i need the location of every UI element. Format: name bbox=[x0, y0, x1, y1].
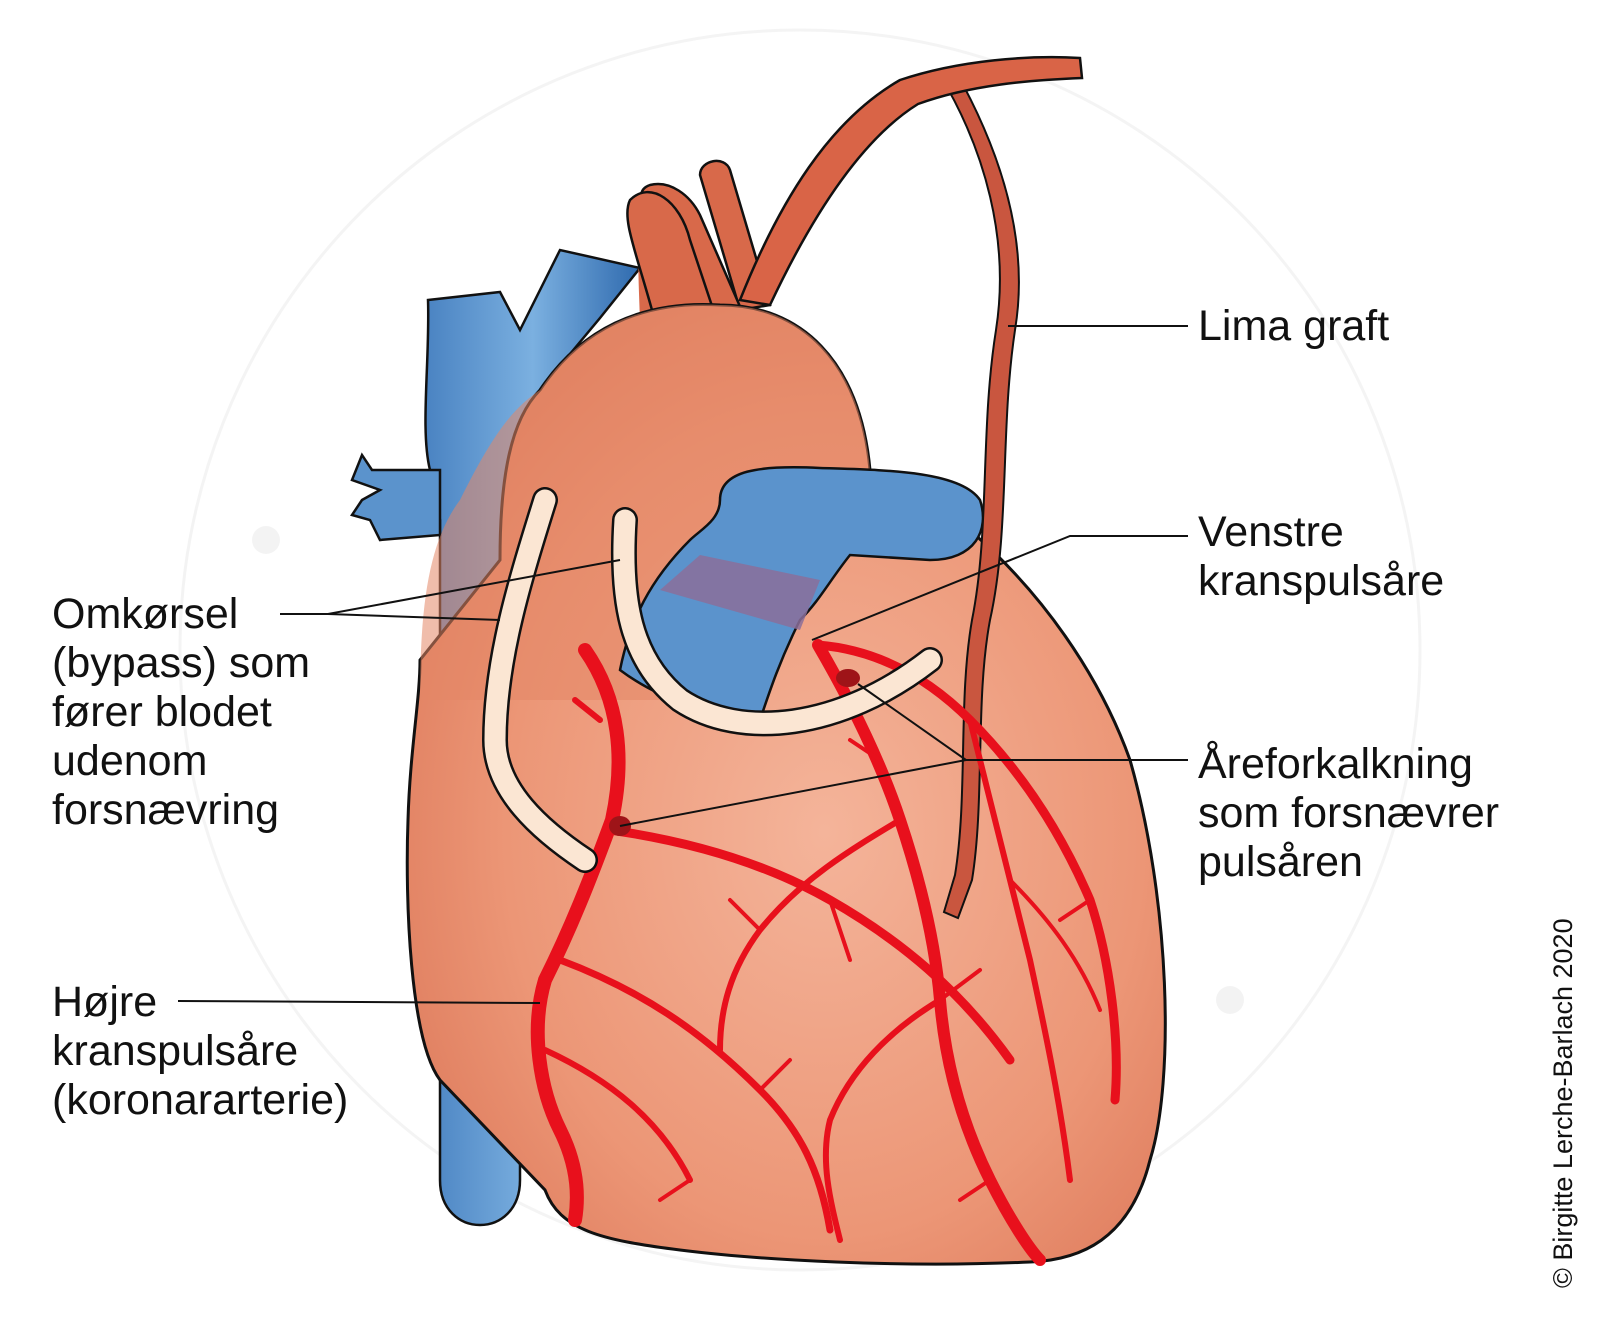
label-line: fører blodet bbox=[52, 688, 272, 736]
label-line: udenom bbox=[52, 737, 208, 785]
label-line: Åreforkalkning bbox=[1198, 740, 1473, 788]
label-line: (koronararterie) bbox=[52, 1076, 349, 1124]
coronary-arteries bbox=[530, 639, 1121, 1266]
label-venstre-kranspulsare: Venstre kranspulsåre bbox=[1198, 508, 1444, 606]
copyright-credit: © Birgitte Lerche-Barlach 2020 bbox=[1548, 918, 1578, 1288]
bypass-grafts bbox=[481, 487, 943, 873]
label-line: forsnævring bbox=[52, 786, 280, 834]
label-line: Venstre bbox=[1198, 508, 1344, 556]
label-line: kranspulsåre bbox=[1198, 557, 1445, 605]
label-line: pulsåren bbox=[1198, 838, 1363, 886]
label-areforkalkning: Åreforkalkning som forsnævrer pulsåren bbox=[1198, 740, 1499, 887]
label-line: Omkørsel bbox=[52, 590, 239, 638]
label-line: Lima graft bbox=[1198, 302, 1390, 350]
label-line: som forsnævrer bbox=[1198, 789, 1500, 837]
label-lima-graft: Lima graft bbox=[1198, 302, 1389, 351]
label-line: (bypass) som bbox=[52, 639, 311, 687]
label-line: Højre bbox=[52, 978, 158, 1026]
label-hojre-kranspulsare: Højre kranspulsåre (koronararterie) bbox=[52, 978, 348, 1125]
pulmonary-artery bbox=[618, 465, 985, 722]
label-omkorsel-bypass: Omkørsel (bypass) som fører blodet udeno… bbox=[52, 590, 310, 835]
watermark bbox=[178, 28, 1422, 1272]
label-line: kranspulsåre bbox=[52, 1027, 299, 1075]
leader-lines bbox=[177, 325, 1188, 1004]
